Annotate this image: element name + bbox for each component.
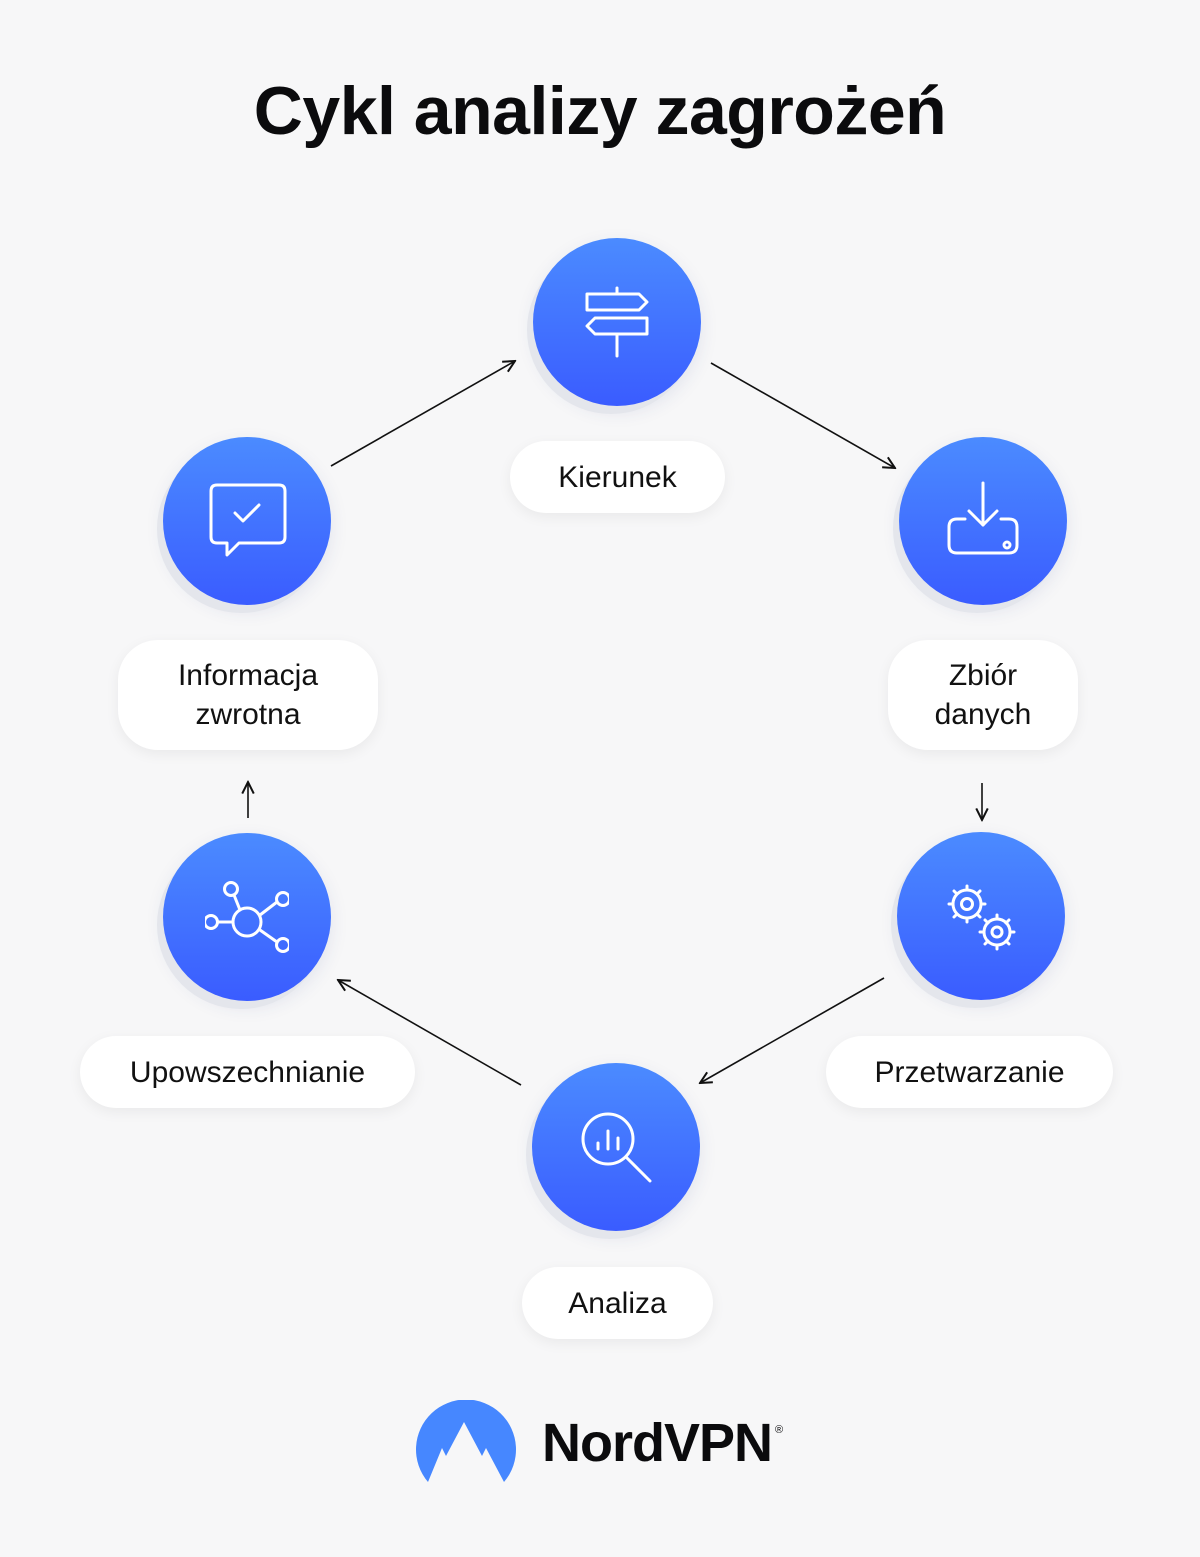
signpost-icon [585,286,649,358]
brand-name: NordVPN [542,1413,773,1473]
nordvpn-mountain-logo [416,1400,516,1482]
registered-mark: ® [775,1424,784,1436]
nordvpn-logo: NordVPN ® [412,1400,792,1490]
step-label-informacja-zwrotna: Informacja zwrotna [118,640,378,750]
step-label-text: Upowszechnianie [129,1055,366,1089]
magnifier-chart-icon [581,1112,652,1183]
step-label-text: Przetwarzanie [874,1055,1065,1089]
step-label-text: Kierunek [558,460,677,494]
network-hub-icon [205,881,289,953]
download-tray-icon [947,481,1019,555]
step-label-przetwarzanie: Przetwarzanie [826,1036,1113,1108]
step-label-kierunek: Kierunek [510,441,725,513]
step-node-analiza [532,1063,700,1231]
page-title: Cykl analizy zagrożeń [253,73,947,149]
step-node-kierunek [533,238,701,406]
step-node-upowszechnianie [163,833,331,1001]
chat-check-icon [209,483,287,557]
step-label-text: Zbiór danych [934,659,1032,731]
step-node-zbior-danych [899,437,1067,605]
step-label-text: Informacja zwrotna [177,659,319,731]
step-label-upowszechnianie: Upowszechnianie [80,1036,415,1108]
step-label-zbior-danych: Zbiór danych [888,640,1078,750]
step-label-analiza: Analiza [522,1267,713,1339]
step-node-informacja-zwrotna [163,437,331,605]
arrow-kierunek-to-zbior [710,362,895,468]
gears-icon [947,884,1016,951]
step-label-text: Analiza [568,1286,667,1320]
step-node-przetwarzanie [897,832,1065,1000]
arrow-informacja-to-kierunek [330,361,515,467]
